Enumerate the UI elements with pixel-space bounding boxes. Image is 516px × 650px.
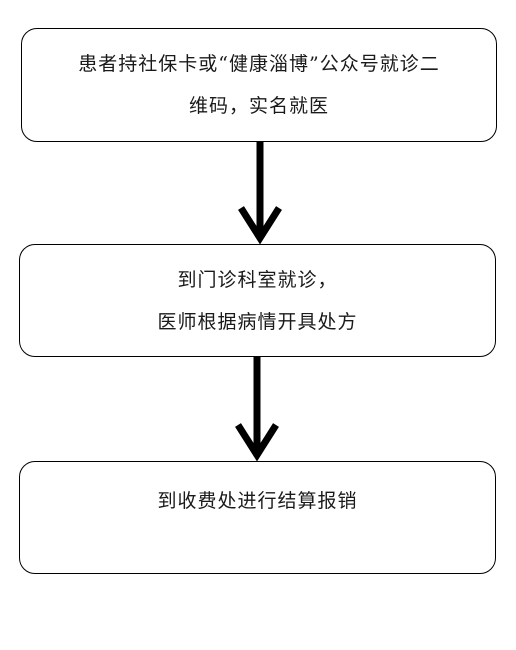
flow-step-1-line-1: 患者持社保卡或“健康淄博”公众号就诊二 [78, 53, 440, 75]
flow-step-2-box: 到门诊科室就诊， 医师根据病情开具处方 [19, 244, 496, 357]
flow-step-1-line-2: 维码，实名就医 [188, 95, 329, 117]
flow-step-2-line-2: 医师根据病情开具处方 [157, 310, 358, 333]
flow-step-2-line-1: 到门诊科室就诊， [177, 268, 338, 291]
flow-step-1-box: 患者持社保卡或“健康淄博”公众号就诊二 维码，实名就医 [21, 28, 497, 142]
flow-arrow-1 [238, 142, 282, 245]
flow-arrow-2 [235, 357, 279, 462]
flow-step-3-line-1: 到收费处进行结算报销 [157, 490, 358, 512]
flow-step-3-box: 到收费处进行结算报销 [19, 461, 496, 574]
